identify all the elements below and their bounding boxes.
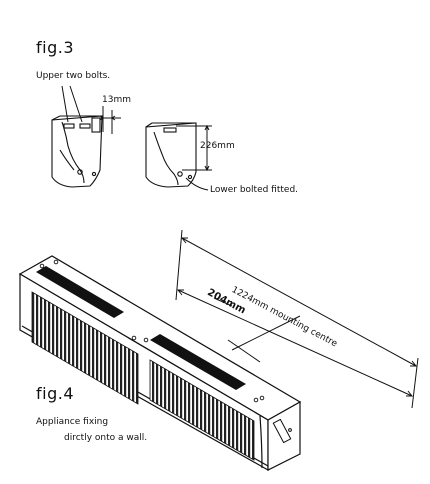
caption-line-2: dirctly onto a wall.: [64, 433, 148, 443]
fig4-screw-holes: [39, 259, 265, 403]
caption-line-1: Appliance fixing: [36, 417, 109, 427]
height-dimension-label: 226mm: [200, 141, 235, 151]
fig4-diagonal-lines: [227, 315, 301, 363]
lower-bolts-label: Lower bolted fitted.: [210, 185, 299, 195]
fig3-226mm-dimension: [176, 124, 212, 172]
fig3-left-bracket: [51, 115, 103, 188]
fig4-appliance: [18, 255, 302, 472]
fig3-bolt-leaders: [61, 85, 83, 123]
fig4-end-cap: [272, 418, 292, 444]
fig4-mounting-centre-dimension: [175, 229, 419, 409]
fig4-top-slots: [36, 266, 246, 390]
fig3-13mm-dimension: [92, 106, 121, 134]
fig4-title: fig.4: [36, 384, 74, 403]
fig3-title: fig.3: [36, 38, 74, 57]
fig4-front-grilles: [31, 291, 255, 461]
upper-bolts-label: Upper two bolts.: [36, 71, 111, 81]
gap-dimension-label: 13mm: [102, 95, 131, 105]
fig3-lower-leader: [185, 177, 209, 191]
fig3-right-bracket: [145, 122, 197, 188]
